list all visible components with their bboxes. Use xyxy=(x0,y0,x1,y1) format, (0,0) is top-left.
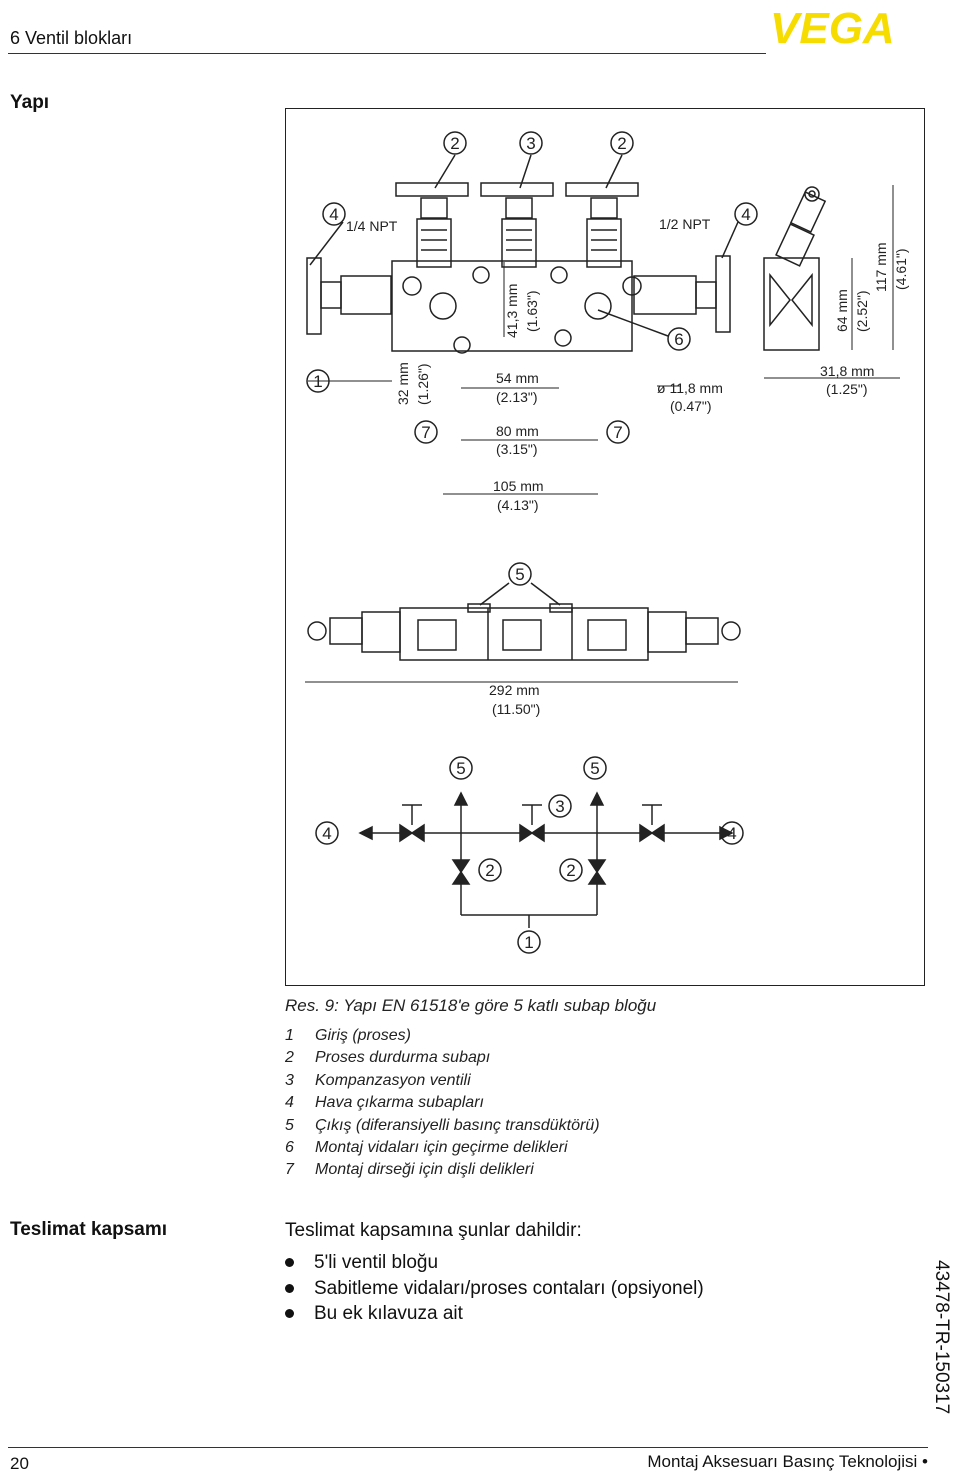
footer-divider xyxy=(8,1447,928,1448)
svg-text:117 mm: 117 mm xyxy=(873,242,889,292)
svg-text:4: 4 xyxy=(741,205,750,224)
header-divider xyxy=(8,53,766,54)
svg-text:5: 5 xyxy=(456,759,465,778)
figure-frame xyxy=(285,108,925,986)
bullet-icon xyxy=(285,1283,294,1293)
footer-title: Montaj Aksesuarı Basınç Teknolojisi • xyxy=(647,1452,928,1471)
section-heading-scope: Teslimat kapsamı xyxy=(10,1219,168,1240)
scope-intro: Teslimat kapsamına şunlar dahildir: xyxy=(285,1220,582,1241)
svg-text:1: 1 xyxy=(313,372,322,391)
svg-text:4: 4 xyxy=(329,205,338,224)
section-heading-structure: Yapı xyxy=(10,92,50,113)
svg-text:64 mm: 64 mm xyxy=(834,289,850,332)
svg-text:7: 7 xyxy=(421,423,430,442)
svg-text:54 mm: 54 mm xyxy=(496,370,539,386)
svg-text:1/4 NPT: 1/4 NPT xyxy=(346,218,398,234)
svg-text:6: 6 xyxy=(674,330,683,349)
valve-block-drawing: 2 3 2 4 4 1 7 7 6 5 5 5 3 4 4 2 2 1 1/4 … xyxy=(305,131,909,954)
svg-text:7: 7 xyxy=(613,423,622,442)
svg-text:4: 4 xyxy=(727,824,736,843)
callout-numbers: 2 3 2 4 4 1 7 7 6 5 5 5 3 4 4 2 2 1 xyxy=(313,134,750,952)
list-item: Bu ek kılavuza ait xyxy=(285,1301,704,1327)
callouts-front xyxy=(306,131,758,586)
svg-text:(4.61"): (4.61") xyxy=(893,248,909,290)
svg-text:(1.25"): (1.25") xyxy=(826,381,868,397)
figure-caption: Res. 9: Yapı EN 61518'e göre 5 katlı sub… xyxy=(285,996,657,1015)
svg-text:80 mm: 80 mm xyxy=(496,423,539,439)
svg-text:5: 5 xyxy=(590,759,599,778)
svg-text:(1.63"): (1.63") xyxy=(524,290,540,332)
svg-text:VEGA: VEGA xyxy=(770,6,895,48)
svg-text:292 mm: 292 mm xyxy=(489,682,540,698)
svg-text:32 mm: 32 mm xyxy=(395,362,411,405)
svg-text:(2.52"): (2.52") xyxy=(854,290,870,332)
scope-list: 5'li ventil bloğu Sabitleme vidaları/pro… xyxy=(285,1250,704,1327)
document-id: 43478-TR-150317 xyxy=(931,1260,952,1414)
svg-text:ø 11,8 mm: ø 11,8 mm xyxy=(657,380,723,396)
svg-text:(4.13"): (4.13") xyxy=(497,497,539,513)
list-item: 5'li ventil bloğu xyxy=(285,1250,704,1276)
svg-text:105 mm: 105 mm xyxy=(493,478,544,494)
header-title: 6 Ventil blokları xyxy=(10,28,133,48)
svg-text:1/2 NPT: 1/2 NPT xyxy=(659,216,711,232)
svg-text:2: 2 xyxy=(485,861,494,880)
svg-text:2: 2 xyxy=(450,134,459,153)
svg-text:43478-TR-150317: 43478-TR-150317 xyxy=(931,1260,952,1414)
svg-text:2: 2 xyxy=(566,861,575,880)
svg-text:4: 4 xyxy=(322,824,331,843)
svg-text:(1.26"): (1.26") xyxy=(415,363,431,405)
svg-text:3: 3 xyxy=(555,797,564,816)
svg-text:2: 2 xyxy=(617,134,626,153)
page-number: 20 xyxy=(10,1454,29,1473)
svg-text:31,8 mm: 31,8 mm xyxy=(820,363,874,379)
svg-text:(11.50"): (11.50") xyxy=(492,701,540,717)
valve-schematic xyxy=(315,756,744,954)
vega-logo: VEGA xyxy=(770,6,895,48)
bullet-icon xyxy=(285,1258,294,1268)
bullet-icon xyxy=(285,1309,294,1319)
top-view xyxy=(305,582,741,683)
svg-text:(0.47"): (0.47") xyxy=(670,398,712,414)
svg-text:(3.15"): (3.15") xyxy=(496,441,538,457)
svg-text:41,3 mm: 41,3 mm xyxy=(504,284,520,338)
dimension-labels: 1/4 NPT 1/2 NPT 54 mm (2.13") 80 mm (3.1… xyxy=(346,216,909,717)
svg-text:5: 5 xyxy=(515,565,524,584)
list-item: Sabitleme vidaları/proses contaları (ops… xyxy=(285,1276,704,1302)
svg-text:(2.13"): (2.13") xyxy=(496,389,538,405)
front-view xyxy=(306,182,900,495)
svg-text:1: 1 xyxy=(524,933,533,952)
svg-text:3: 3 xyxy=(526,134,535,153)
